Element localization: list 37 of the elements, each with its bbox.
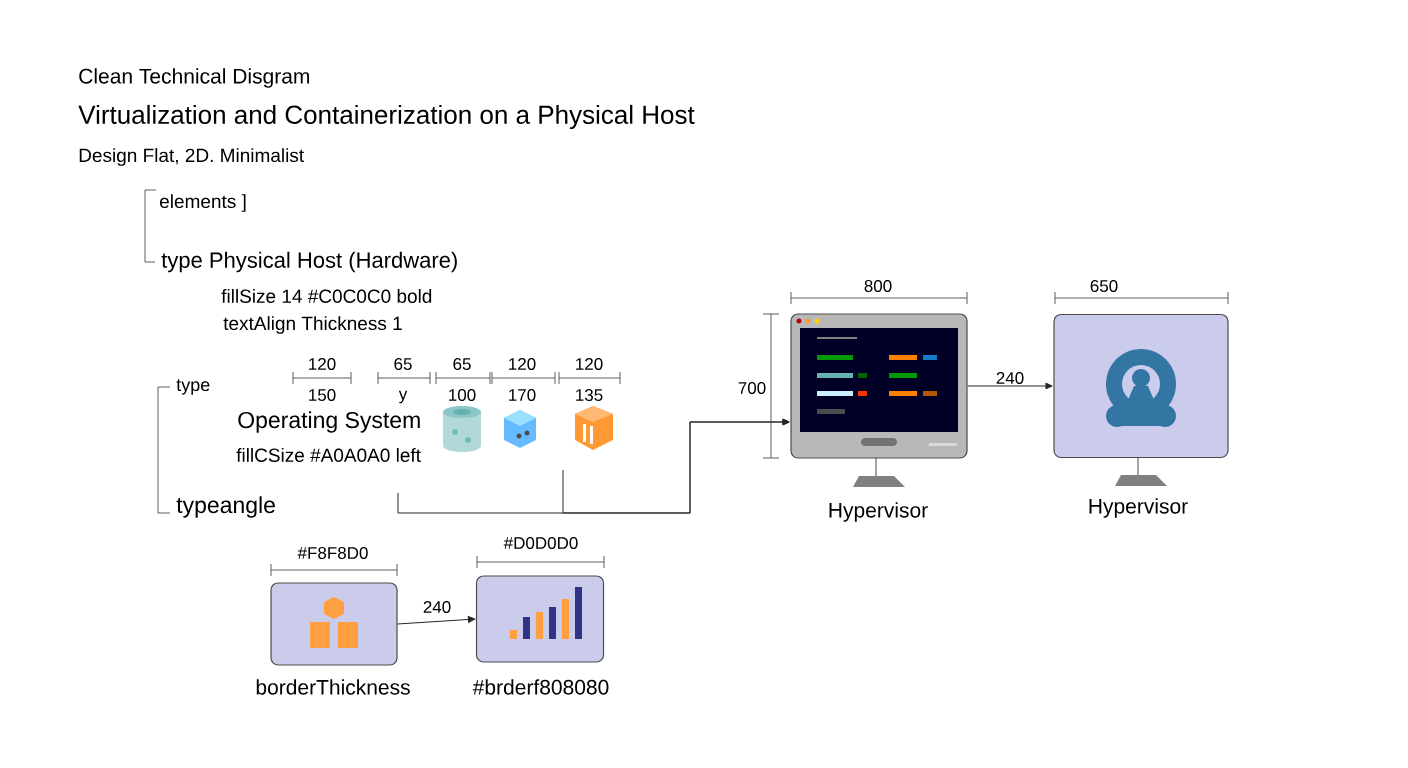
dimension-label: 120 [509,358,536,370]
title: Virtualization and Containerization on a Physical Host [78,104,695,130]
arrow [397,616,476,625]
spec-text: fillCSize #A0A0A0 left [236,448,421,462]
dimension-label: 800 [864,280,892,292]
dimension-label: 650 [1090,280,1118,292]
node-caption: Hypervisor [829,502,928,522]
node-caption: Hypervisor [1089,498,1188,518]
arrow [562,418,790,514]
arrow [967,382,1053,390]
dimension-label: 150 [309,389,336,401]
spec-text: type Physical Host (Hardware) [161,251,457,273]
dimension-label: y [398,390,408,404]
dimension-label: 65 [394,358,412,370]
subtitle-text: Clean Technical Disgram [79,68,309,88]
dimension-label: 120 [309,358,336,370]
node-caption: #brderf808080 [472,679,609,695]
dimension-label: 700 [738,382,766,394]
cubes-drawing [270,582,398,666]
dimension-label: 65 [453,358,471,370]
dimension-label: #F8F8D0 [297,546,368,559]
dimension-label: 100 [449,389,476,401]
dimension-label: #D0D0D0 [503,537,578,549]
spec-text: Operating System [238,411,420,433]
bars-drawing [475,575,605,663]
spec-text: typeangle [176,496,275,518]
spec-text: elements ] [160,194,246,212]
spec-text: fillSize 14 #C0C0C0 bold [221,289,432,303]
dimension-label: 135 [576,389,603,401]
subtitle-text: Design Flat, 2D. Minimalist [79,148,304,166]
monitor-drawing [790,313,968,487]
screen-drawing [1053,313,1229,486]
dimension-label: 120 [576,358,603,370]
node-caption: borderThickness [256,679,410,695]
spec-text: type [176,379,210,395]
spec-text: textAlign Thickness 1 [223,316,402,334]
dimension-label: 170 [509,389,536,401]
